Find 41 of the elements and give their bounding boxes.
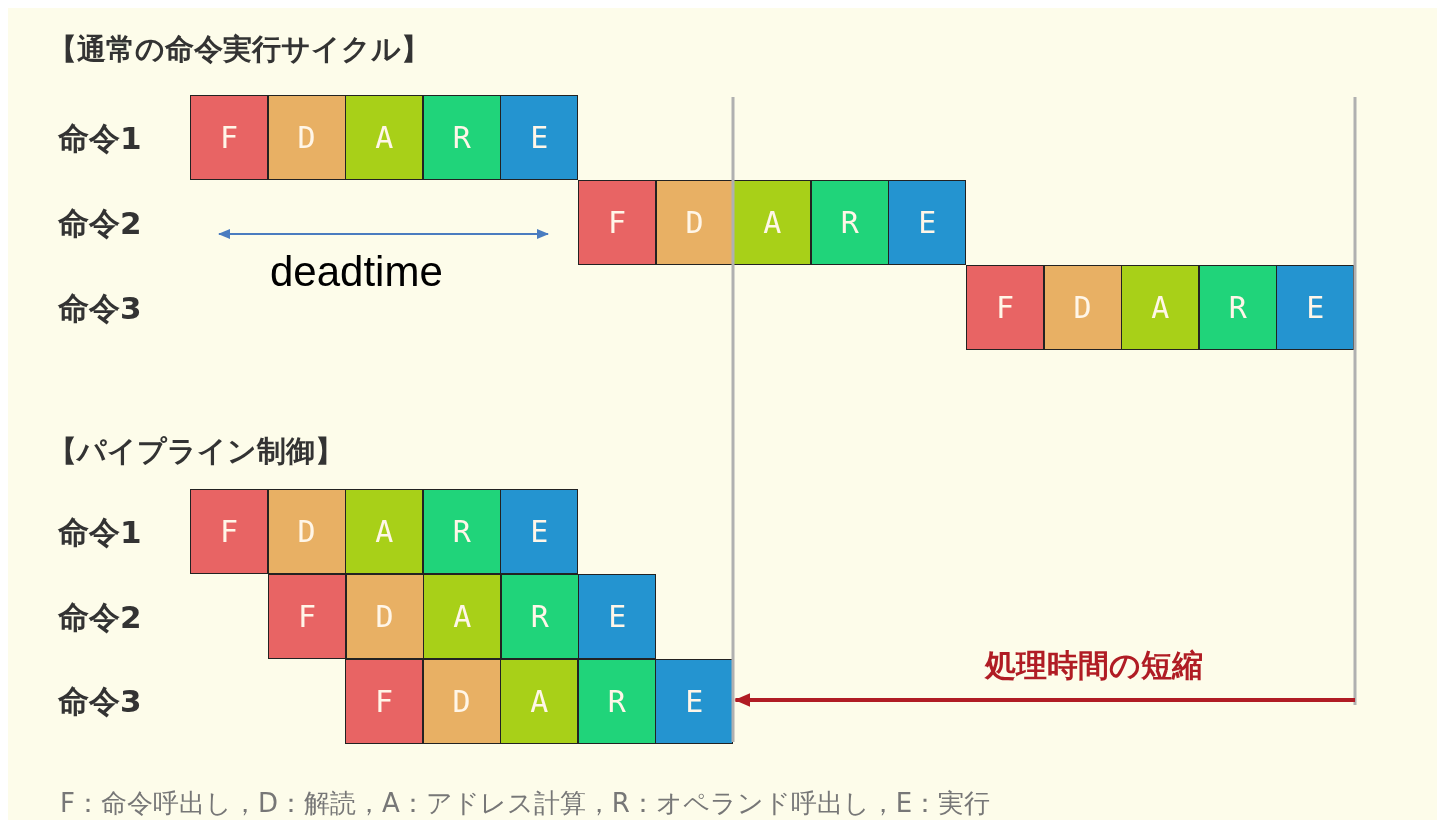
stage-cell: D — [345, 574, 424, 659]
stage-cell: A — [345, 489, 424, 574]
stage-cell: R — [1198, 265, 1277, 350]
footnote: F：命令呼出し，D：解読，A：アドレス計算，R：オペランド呼出し，E：実行 — [60, 787, 991, 820]
stage-cell: F — [190, 95, 268, 180]
stage-cell: F — [345, 659, 423, 744]
arrow — [734, 693, 1355, 707]
row-label: 命令2 — [58, 598, 142, 637]
stage-cell: A — [733, 180, 812, 265]
row-label: 命令2 — [58, 204, 142, 243]
row-label: 命令3 — [58, 289, 142, 328]
row-label: 命令1 — [58, 513, 142, 552]
stage-cell: R — [810, 180, 889, 265]
stage-cell: R — [577, 659, 656, 744]
stage-cell: E — [655, 659, 734, 744]
stage-cell: F — [578, 180, 656, 265]
stage-cell: E — [578, 574, 657, 659]
section-title: 【パイプライン制御】 — [48, 433, 344, 470]
stage-cell: E — [888, 180, 967, 265]
stage-cell: D — [267, 489, 346, 574]
stage-cell: R — [422, 489, 501, 574]
stage-cell: E — [1276, 265, 1355, 350]
stage-cell: R — [500, 574, 579, 659]
stage-cell: A — [345, 95, 424, 180]
stage-cell: F — [268, 574, 346, 659]
stage-cell: A — [1121, 265, 1200, 350]
stage-cell: F — [190, 489, 268, 574]
stage-cell: E — [500, 95, 579, 180]
section-title: 【通常の命令実行サイクル】 — [48, 31, 430, 68]
stage-cell: E — [500, 489, 579, 574]
row-label: 命令3 — [58, 682, 142, 721]
row-label: 命令1 — [58, 119, 142, 158]
stage-cell: D — [267, 95, 346, 180]
stage-cell: D — [1043, 265, 1122, 350]
stage-cell: D — [422, 659, 501, 744]
dimension-label: deadtime — [270, 248, 443, 296]
stage-cell: R — [422, 95, 501, 180]
stage-cell: F — [966, 265, 1044, 350]
stage-cell: A — [500, 659, 579, 744]
stage-cell: D — [655, 180, 734, 265]
stage-cell: A — [423, 574, 502, 659]
